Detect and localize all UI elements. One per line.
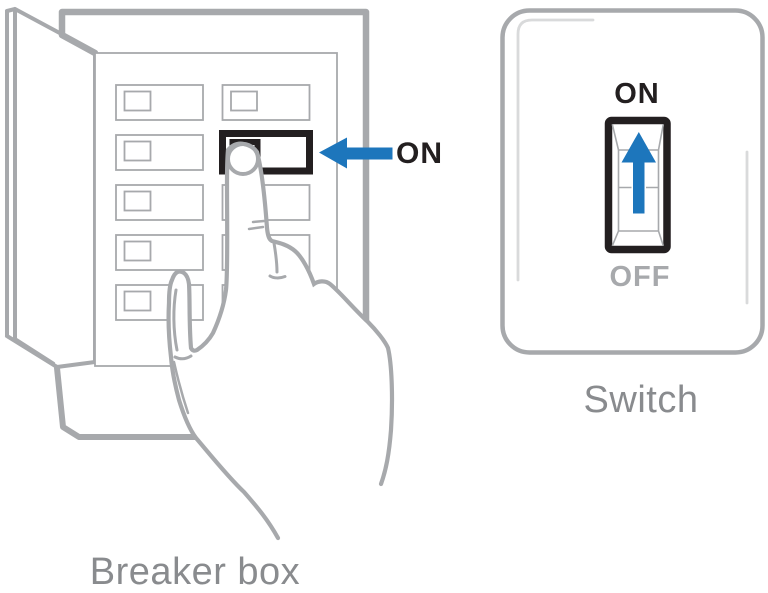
breaker-box-door	[5, 7, 97, 369]
breaker	[115, 134, 204, 171]
toggle-switch	[604, 116, 671, 254]
switch-plate-illustration	[500, 8, 765, 355]
breaker-callout-arrow	[319, 137, 393, 169]
left-arrow-icon	[319, 137, 393, 169]
breaker	[221, 84, 311, 121]
breaker-callout-on-label: ON	[396, 137, 443, 170]
breaker	[115, 234, 204, 271]
hand-silhouette	[168, 143, 392, 538]
switch-off-label: OFF	[609, 261, 671, 293]
plate-highlight	[516, 18, 749, 305]
switch-on-label: ON	[614, 78, 660, 110]
breaker	[115, 84, 204, 121]
breaker-box-illustration	[5, 7, 395, 541]
breaker-box-caption: Breaker box	[89, 551, 301, 593]
up-arrow-icon	[621, 132, 656, 214]
breaker	[115, 184, 204, 221]
pointing-hand	[166, 141, 395, 541]
hand-detail-lines	[172, 219, 287, 415]
switch-caption: Switch	[583, 379, 699, 421]
